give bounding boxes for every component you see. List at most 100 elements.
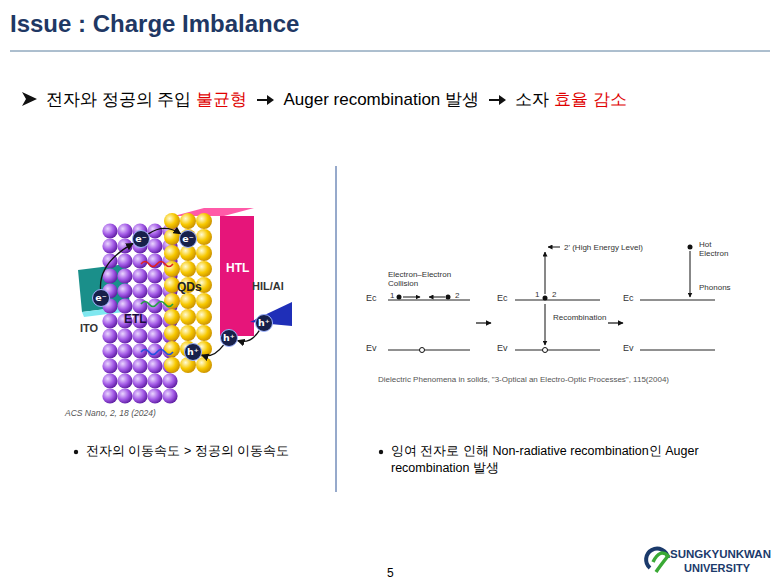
etl-sphere: [102, 343, 117, 358]
quantum-dot: [196, 245, 212, 261]
electron-number: 1: [535, 290, 539, 299]
etl-layer-graphic: [100, 222, 180, 400]
band-label: Ev: [623, 343, 634, 353]
etl-sphere: [117, 388, 132, 403]
htl-layer-graphic: [170, 206, 258, 346]
etl-sphere: [132, 343, 147, 358]
electron-carrier: e⁻: [179, 230, 197, 248]
valence-band: [640, 350, 715, 351]
node-label: HIL/Al: [252, 280, 284, 292]
motion-arrow: [429, 297, 445, 298]
etl-sphere: [162, 373, 177, 388]
valence-band: [388, 350, 470, 351]
etl-sphere: [147, 358, 162, 373]
hole-carrier: h⁺: [255, 314, 273, 332]
conduction-band: [640, 300, 715, 301]
step-arrow: [476, 322, 491, 323]
band-label: Ec: [366, 293, 377, 303]
etl-sphere: [132, 328, 147, 343]
etl-sphere: [117, 373, 132, 388]
band-label: Ec: [497, 293, 508, 303]
etl-sphere: [132, 388, 147, 403]
quantum-dot: [180, 293, 196, 309]
quantum-dot: [196, 309, 212, 325]
quantum-dot: [164, 229, 180, 245]
logo-text: SUNGKYUNKWAN: [670, 548, 771, 560]
etl-sphere: [117, 283, 132, 298]
etl-sphere: [132, 268, 147, 283]
node-label: e⁻: [95, 293, 106, 303]
electron-dot: [543, 296, 548, 301]
quantum-dot: [180, 325, 196, 341]
citation: Dielectric Phenomena in solids, "3-Optic…: [378, 375, 669, 384]
etl-sphere: [117, 328, 132, 343]
node-label: h⁺: [223, 333, 235, 343]
node-label: e⁻: [135, 234, 146, 244]
node-label: ITO: [80, 322, 98, 334]
quantum-dot: [196, 357, 212, 373]
electron-dot: [688, 245, 693, 250]
relaxation-arrow: [690, 251, 691, 297]
page-number: 5: [387, 566, 394, 580]
etl-sphere: [102, 253, 117, 268]
band-label: Ev: [366, 343, 377, 353]
headline-text: 불균형: [196, 88, 247, 111]
band-label: Ec: [623, 293, 634, 303]
etl-sphere: [117, 238, 132, 253]
hole-carrier: h⁺: [184, 343, 202, 361]
emission-wave: [141, 350, 173, 355]
etl-layer: ETL: [100, 222, 180, 400]
etl-sphere: [102, 328, 117, 343]
recombination-arrow: [545, 304, 546, 345]
process-label: Phonons: [699, 283, 731, 292]
headline-arrow: [256, 94, 274, 106]
etl-sphere: [147, 373, 162, 388]
electron-carrier: e⁻: [132, 230, 150, 248]
emission-wave: [141, 302, 173, 307]
process-label: Electron–Electron Collision: [388, 270, 462, 288]
excitation-arrow: [545, 252, 546, 294]
etl-sphere: [162, 388, 177, 403]
node-label: QDs: [177, 280, 202, 294]
etl-sphere: [102, 313, 117, 328]
quantum-dot: [164, 325, 180, 341]
quantum-dot: [196, 325, 212, 341]
etl-sphere: [117, 298, 132, 313]
electron-number: 1: [390, 291, 394, 300]
process-label: Hot Electron: [699, 240, 741, 258]
electron-dot: [397, 295, 402, 300]
node-label: ETL: [124, 312, 147, 326]
conduction-band: [515, 300, 600, 301]
bullet-text: 전자의 이동속도 > 정공의 이동속도: [86, 443, 289, 460]
title-rule: [10, 51, 770, 52]
valence-band: [515, 350, 600, 351]
etl-sphere: [102, 388, 117, 403]
quantum-dot: [164, 261, 180, 277]
electron-number: 2: [455, 291, 459, 300]
level-label: 2' (High Energy Level): [564, 243, 643, 252]
etl-sphere: [102, 238, 117, 253]
citation: ACS Nano, 2, 18 (2024): [65, 408, 156, 418]
hole-circle: [543, 348, 548, 353]
headline-text: 소자: [515, 88, 549, 111]
etl-sphere: [132, 298, 147, 313]
quantum-dot: [164, 213, 180, 229]
node-label: e⁻: [182, 234, 193, 244]
process-label: Recombination: [553, 313, 606, 322]
htl-top: [174, 208, 254, 216]
motion-arrow: [403, 297, 420, 298]
node-label: HTL: [226, 261, 249, 275]
headline-text: Auger recombination 발생: [283, 88, 479, 111]
quantum-dot: [164, 293, 180, 309]
headline-arrow: [488, 94, 506, 106]
headline-row: 전자와 정공의 주입 불균형 Auger recombination 발생 소자…: [46, 88, 627, 111]
electron-carrier: e⁻: [92, 289, 110, 307]
etl-sphere: [117, 223, 132, 238]
quantum-dot: [180, 309, 196, 325]
etl-sphere: [102, 268, 117, 283]
hole-circle: [420, 348, 425, 353]
step-arrow: [608, 322, 623, 323]
headline-text: 전자와 정공의 주입: [46, 88, 191, 111]
etl-sphere: [147, 343, 162, 358]
level-arrow: [548, 247, 560, 248]
